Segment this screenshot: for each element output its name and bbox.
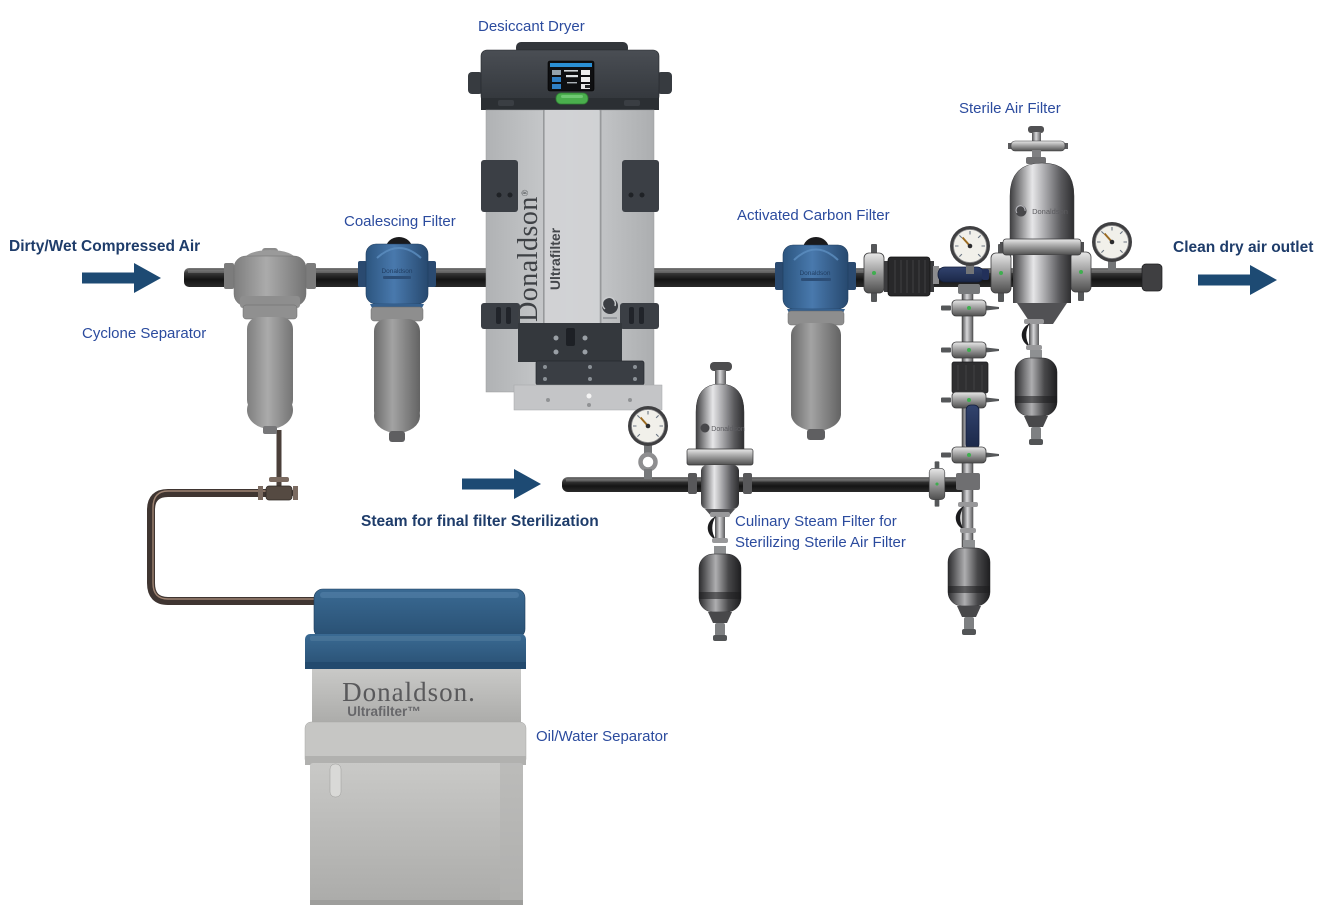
vertical-valve-handle — [965, 404, 980, 450]
culinary-steam-filter: Donaldson — [686, 362, 754, 642]
culinary-steam-filter-label: Culinary Steam Filter for Sterilizing St… — [735, 512, 906, 553]
cyclone-separator — [224, 248, 316, 434]
desiccant-dryer-label: Desiccant Dryer — [478, 18, 585, 35]
oil-water-separator: Donaldson. Ultrafilter™ — [304, 588, 527, 905]
culinary-filter-brand: Donaldson — [700, 423, 745, 433]
svg-text:Donaldson.: Donaldson. — [342, 677, 476, 707]
oil-water-separator-label: Oil/Water Separator — [536, 728, 668, 745]
sterile-filter-brand: Donaldson — [1015, 205, 1068, 217]
butterfly-valve — [707, 512, 730, 543]
tri-clamp-fitting — [940, 299, 1000, 317]
inlet-flow-label: Dirty/Wet Compressed Air — [9, 238, 201, 255]
activated-carbon-filter: Donaldson — [775, 237, 856, 440]
culinary-label-line1: Culinary Steam Filter for — [735, 513, 897, 530]
ball-valve-handle — [937, 266, 989, 283]
sterile-air-filter-label: Sterile Air Filter — [959, 100, 1061, 117]
dryer-corner-brackets — [481, 160, 659, 329]
steam-trap — [947, 539, 991, 636]
condensate-drain-pipe — [147, 430, 334, 605]
svg-text:Donaldson: Donaldson — [1032, 207, 1068, 216]
donaldson-logo-icon — [601, 296, 618, 319]
carbon-brand-badge: Donaldson — [799, 270, 830, 277]
steam-flow-arrow-icon — [462, 469, 541, 499]
dryer-control-panel — [547, 60, 595, 92]
tri-clamp-fitting — [928, 460, 946, 508]
separator-wordmark: Donaldson. Ultrafilter™ — [342, 677, 476, 719]
inlet-flow-arrow-icon — [82, 263, 161, 293]
pressure-gauge — [1091, 221, 1133, 271]
butterfly-valve — [1021, 319, 1044, 350]
svg-text:Ultrafilter: Ultrafilter — [547, 227, 563, 290]
tri-clamp-fitting — [940, 341, 1000, 359]
dryer-green-indicator — [555, 92, 589, 105]
culinary-label-line2: Sterilizing Sterile Air Filter — [735, 533, 906, 551]
svg-text:®: ® — [520, 189, 530, 196]
svg-text:Donaldson: Donaldson — [513, 196, 544, 322]
steam-pressure-gauge — [627, 405, 669, 479]
outlet-flow-arrow-icon — [1198, 265, 1277, 295]
sterile-air-filter: Donaldson — [1000, 126, 1084, 446]
sample-valve-block — [951, 361, 989, 394]
steam-trap — [698, 545, 742, 642]
drop-pipe-fittings — [928, 299, 1000, 636]
steam-flow-label: Steam for final filter Sterilization — [361, 513, 599, 530]
desiccant-dryer: Donaldson ® Ultrafilter — [468, 42, 672, 411]
svg-text:Ultrafilter™: Ultrafilter™ — [347, 704, 421, 719]
dryer-wordmark: Donaldson ® Ultrafilter — [513, 189, 563, 321]
tri-clamp-fitting — [940, 446, 1000, 464]
cyclone-separator-label: Cyclone Separator — [82, 325, 207, 342]
activated-carbon-filter-label: Activated Carbon Filter — [737, 207, 890, 224]
valve-block — [884, 256, 934, 297]
pipe-fittings-right — [863, 242, 1092, 303]
dryer-bottom-section — [513, 323, 663, 411]
coalescing-filter-label: Coalescing Filter — [344, 213, 456, 230]
steam-trap — [1014, 349, 1058, 446]
steam-pipe — [562, 477, 972, 492]
tri-clamp-fitting — [863, 243, 885, 303]
coalescing-brand-badge: Donaldson — [381, 268, 412, 275]
coalescing-filter: Donaldson — [358, 237, 436, 442]
svg-text:Donaldson: Donaldson — [711, 426, 745, 433]
outlet-flow-label: Clean dry air outlet — [1173, 239, 1314, 256]
butterfly-valve — [955, 502, 978, 533]
